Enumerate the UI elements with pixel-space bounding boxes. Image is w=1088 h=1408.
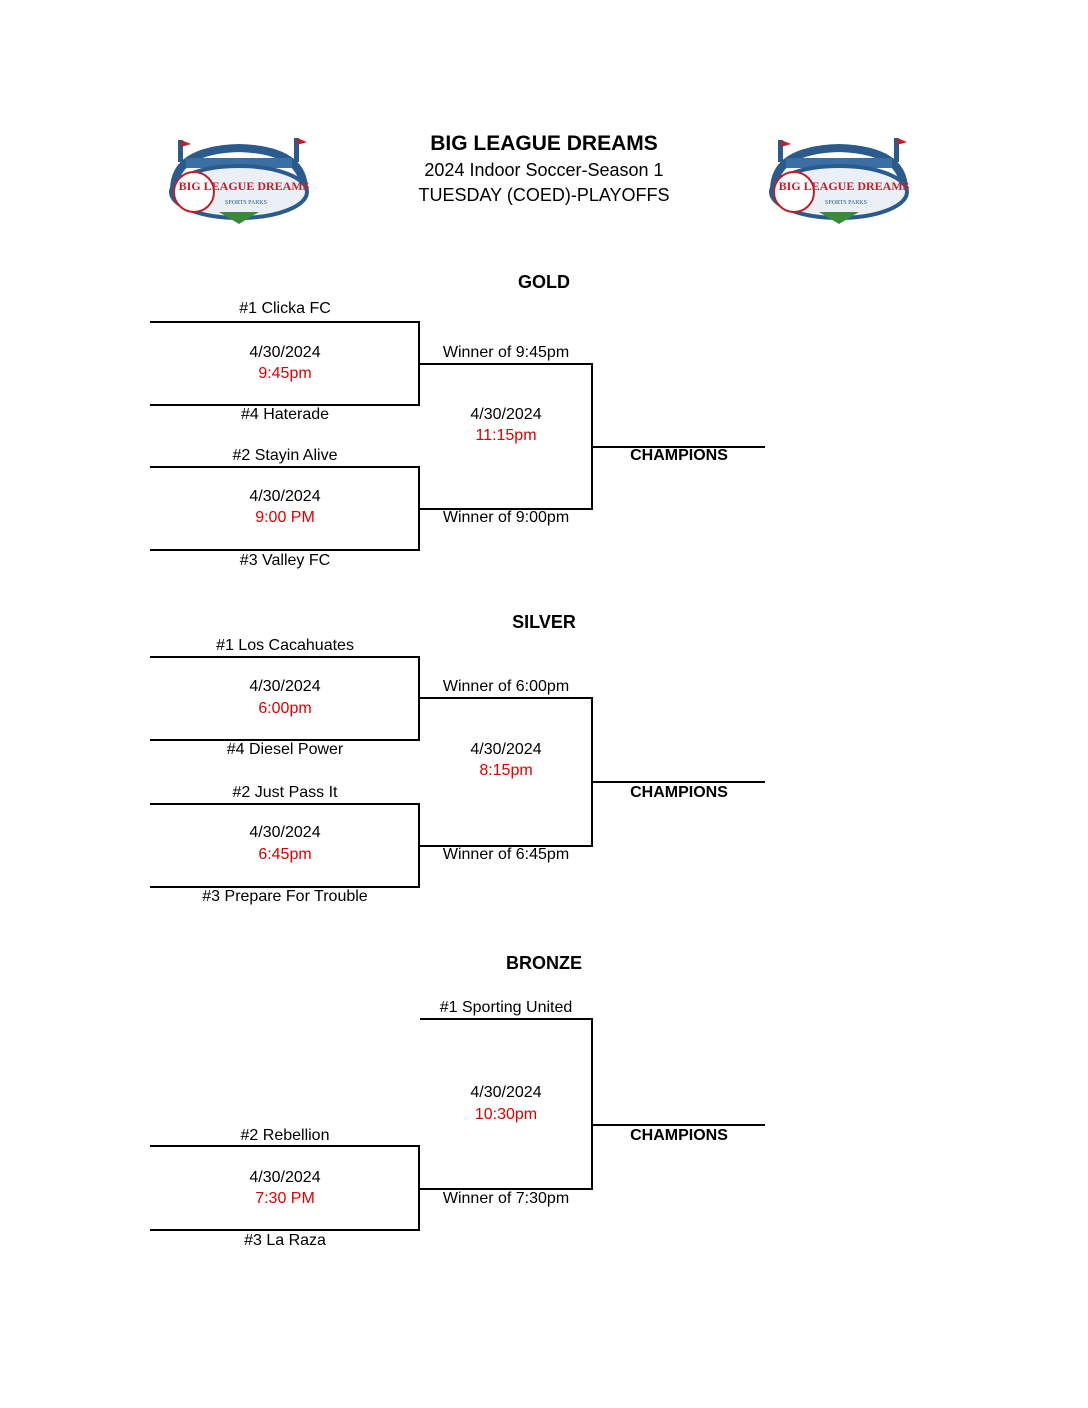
gold-team-4: #4 Haterade <box>240 406 330 423</box>
gold-winner-a: Winner of 9:45pm <box>442 344 570 361</box>
silver-team-3: #3 Prepare For Trouble <box>202 888 368 905</box>
silver-final-date: 4/30/2024 <box>470 741 542 758</box>
page-subtitle: 2024 Indoor Soccer-Season 1 <box>424 160 664 180</box>
gold-game1-date: 4/30/2024 <box>249 344 321 361</box>
bronze-label: BRONZE <box>506 953 582 973</box>
svg-text:BIG LEAGUE DREAMS: BIG LEAGUE DREAMS <box>779 179 910 193</box>
silver-game1-time: 6:00pm <box>258 700 312 717</box>
bronze-champions: CHAMPIONS <box>630 1127 728 1144</box>
silver-champions: CHAMPIONS <box>630 784 728 801</box>
silver-final-time: 8:15pm <box>479 762 533 779</box>
bronze-final-date: 4/30/2024 <box>470 1084 542 1101</box>
gold-game2-date: 4/30/2024 <box>249 488 321 505</box>
bronze-game-date: 4/30/2024 <box>249 1169 321 1186</box>
silver-winner-a: Winner of 6:00pm <box>442 678 570 695</box>
silver-game2-date: 4/30/2024 <box>249 824 321 841</box>
silver-game2-time: 6:45pm <box>258 846 312 863</box>
svg-text:BIG LEAGUE DREAMS: BIG LEAGUE DREAMS <box>179 179 310 193</box>
silver-team-4: #4 Diesel Power <box>226 741 344 758</box>
silver-game1-date: 4/30/2024 <box>249 678 321 695</box>
bronze-game-time: 7:30 PM <box>255 1190 315 1207</box>
bronze-team-2: #2 Rebellion <box>240 1127 330 1144</box>
gold-game2-time: 9:00 PM <box>255 509 315 526</box>
gold-team-1: #1 Clicka FC <box>239 300 331 317</box>
gold-game1-time: 9:45pm <box>258 365 312 382</box>
bronze-team-3: #3 La Raza <box>244 1232 326 1249</box>
bronze-seed-1: #1 Sporting United <box>439 999 573 1016</box>
silver-team-1: #1 Los Cacahuates <box>216 637 354 654</box>
svg-text:SPORTS PARKS: SPORTS PARKS <box>825 200 867 206</box>
svg-text:SPORTS PARKS: SPORTS PARKS <box>225 200 267 206</box>
silver-team-2: #2 Just Pass It <box>232 784 338 801</box>
page-title: BIG LEAGUE DREAMS <box>430 132 658 155</box>
logo-right: BIG LEAGUE DREAMS SPORTS PARKS <box>769 138 910 224</box>
page-subtitle-2: TUESDAY (COED)-PLAYOFFS <box>418 185 670 205</box>
gold-final-time: 11:15pm <box>475 427 537 444</box>
silver-label: SILVER <box>512 612 576 632</box>
gold-label: GOLD <box>518 272 570 292</box>
gold-winner-b: Winner of 9:00pm <box>442 509 570 526</box>
silver-winner-b: Winner of 6:45pm <box>442 846 570 863</box>
logo-left: BIG LEAGUE DREAMS SPORTS PARKS <box>169 138 310 224</box>
bronze-final-time: 10:30pm <box>474 1106 538 1123</box>
gold-team-3: #3 Valley FC <box>239 552 331 569</box>
gold-champions: CHAMPIONS <box>630 447 728 464</box>
bronze-winner: Winner of 7:30pm <box>442 1190 570 1207</box>
gold-team-2: #2 Stayin Alive <box>232 447 338 464</box>
gold-final-date: 4/30/2024 <box>470 406 542 423</box>
